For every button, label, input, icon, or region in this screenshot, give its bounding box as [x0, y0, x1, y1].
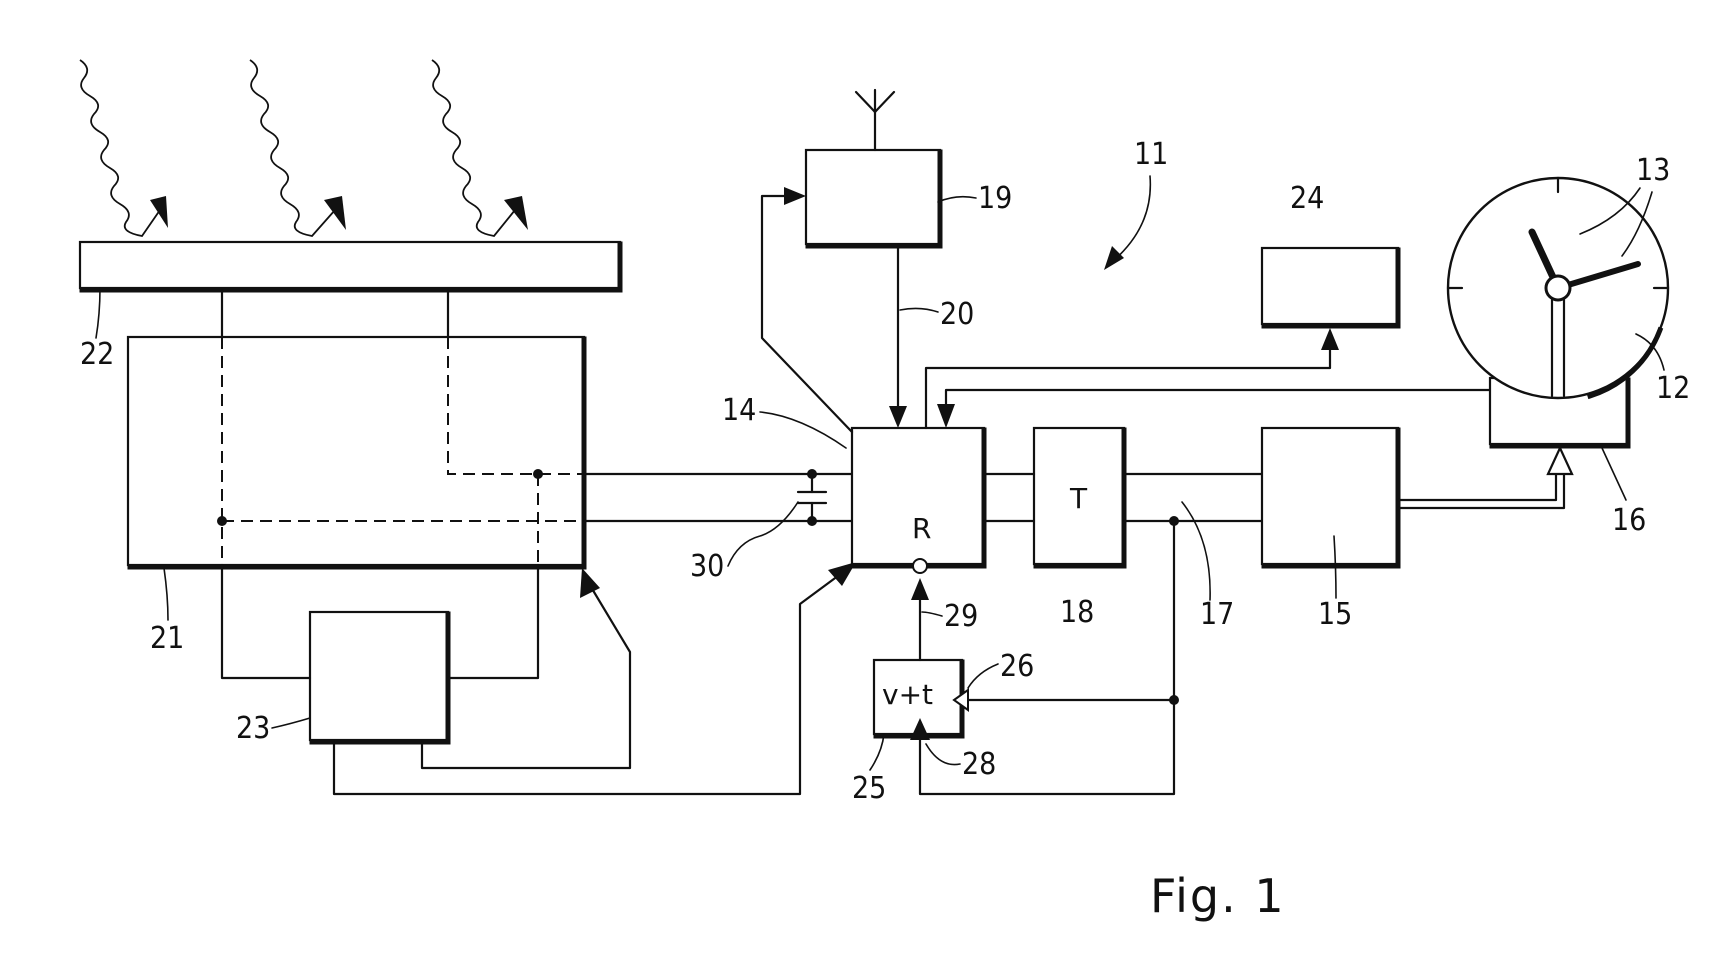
- label-30: 30: [690, 549, 724, 584]
- light-ray-2: [250, 60, 335, 236]
- bus-15-to-16-b: [1398, 474, 1564, 508]
- box-24: [1262, 248, 1398, 326]
- leader-28: [926, 744, 960, 765]
- wire-23-to-21: [422, 582, 630, 768]
- label-29: 29: [944, 599, 978, 634]
- leader-19: [938, 197, 976, 202]
- arrow-29: [911, 578, 929, 600]
- figure-caption: Fig. 1: [1150, 869, 1286, 923]
- solar-panel-rect: [80, 242, 620, 288]
- controller-14: [852, 428, 984, 566]
- label-13: 13: [1636, 153, 1670, 188]
- arrow-into-21: [580, 568, 600, 598]
- box-21-rect: [128, 337, 584, 565]
- leader-14: [760, 412, 846, 448]
- leader-25: [870, 734, 884, 770]
- label-15: 15: [1318, 597, 1352, 632]
- leader-17: [1182, 502, 1210, 600]
- junction-dot: [1169, 695, 1179, 705]
- label-28: 28: [962, 747, 996, 782]
- box-21: [128, 337, 584, 567]
- label-22: 22: [80, 337, 114, 372]
- junction-dot: [533, 469, 543, 479]
- receiver-19-rect: [806, 150, 940, 244]
- leader-21: [164, 568, 168, 620]
- arrow-into-24: [1321, 328, 1339, 350]
- arrow-into-19: [784, 187, 806, 205]
- label-17: 17: [1200, 597, 1234, 632]
- box-18-text: T: [1069, 482, 1088, 515]
- leader-16: [1602, 448, 1626, 500]
- junction-dot: [217, 516, 227, 526]
- wire-14-to-24: [926, 346, 1330, 428]
- box-24-rect: [1262, 248, 1398, 324]
- clock-center: [1546, 276, 1570, 300]
- light-rays: [80, 60, 528, 236]
- box-15: [1262, 428, 1398, 566]
- antenna-icon: [856, 90, 894, 150]
- box-25-text: v+t: [882, 678, 933, 711]
- leader-30: [728, 502, 798, 566]
- capacitor-30: [798, 469, 826, 526]
- leader-20: [900, 308, 938, 312]
- box-23: [310, 612, 448, 742]
- light-ray-3: [432, 60, 515, 236]
- controller-port-label: R: [912, 512, 931, 545]
- leader-29: [922, 612, 942, 616]
- label-20: 20: [940, 297, 974, 332]
- label-21: 21: [150, 621, 184, 656]
- leader-23: [272, 718, 310, 728]
- wire-21-23-left: [222, 565, 310, 678]
- light-ray-1: [80, 60, 160, 236]
- hollow-arrow-into-16: [1548, 448, 1572, 474]
- leader-26: [968, 664, 998, 688]
- leader-11: [1112, 176, 1150, 262]
- arrow-11: [1104, 246, 1124, 270]
- label-12: 12: [1656, 371, 1690, 406]
- clock-face-12: [1448, 178, 1668, 398]
- label-19: 19: [978, 181, 1012, 216]
- wire-16-to-14: [946, 390, 1490, 412]
- label-26: 26: [1000, 649, 1034, 684]
- light-ray-1-arrowhead: [150, 196, 168, 228]
- arrow-20: [889, 406, 907, 428]
- receiver-19: [806, 150, 940, 246]
- light-ray-3-arrowhead: [504, 196, 528, 230]
- label-11: 11: [1134, 137, 1168, 172]
- box-23-rect: [310, 612, 448, 740]
- port-r-circle: [913, 559, 927, 573]
- box-15-rect: [1262, 428, 1398, 564]
- bus-15-to-16-a: [1398, 474, 1556, 500]
- label-25: 25: [852, 771, 886, 806]
- label-16: 16: [1612, 503, 1646, 538]
- light-ray-2-arrowhead: [324, 196, 346, 230]
- label-18: 18: [1060, 595, 1094, 630]
- solar-panel: [80, 242, 620, 290]
- label-14: 14: [722, 393, 756, 428]
- arrow-16-to-14: [937, 404, 955, 428]
- label-23: 23: [236, 711, 270, 746]
- leader-22: [96, 288, 100, 338]
- wire-21-23-right: [448, 565, 538, 678]
- label-24: 24: [1290, 181, 1324, 216]
